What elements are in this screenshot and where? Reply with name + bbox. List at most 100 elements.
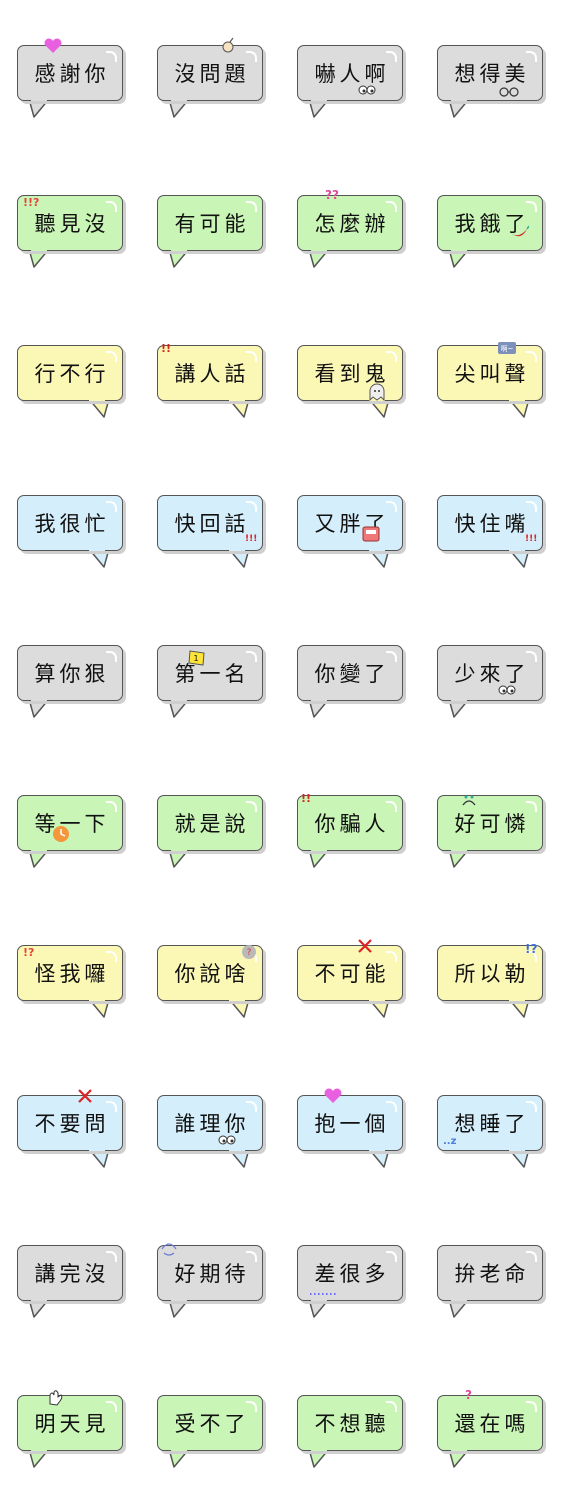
tail-joint: [31, 1448, 47, 1451]
sticker[interactable]: 抱一個: [297, 1088, 407, 1175]
sticker[interactable]: 明天見: [17, 1390, 127, 1475]
sticker[interactable]: 我很忙: [17, 495, 127, 575]
speech-bubble: 講完沒: [17, 1245, 123, 1301]
sticker[interactable]: 行不行: [17, 345, 127, 425]
tail-joint: [229, 548, 245, 551]
sticker-label: 第一名: [174, 662, 250, 686]
sticker[interactable]: 就是說: [157, 795, 267, 875]
speech-bubble: 我餓了: [437, 195, 543, 251]
sticker[interactable]: 受不了: [157, 1395, 267, 1475]
bubble-tail: [168, 1448, 190, 1468]
speech-bubble: 你騙人: [297, 795, 403, 851]
sticker[interactable]: 又胖了: [297, 495, 407, 575]
sticker[interactable]: 等一下: [17, 795, 127, 875]
speech-bubble: 還在嗎: [437, 1395, 543, 1451]
sticker[interactable]: 快回話!!!: [157, 495, 267, 575]
sticker-label: 想睡了: [454, 1112, 530, 1136]
sticker-label: 怪我囉: [34, 962, 110, 986]
speech-bubble: 怎麼辦: [297, 195, 403, 251]
sticker-label: 尖叫聲: [454, 362, 530, 386]
tail-joint: [171, 848, 187, 851]
bubble-tail: [308, 1448, 330, 1468]
tail-joint: [311, 1448, 327, 1451]
sticker[interactable]: 少來了: [437, 645, 547, 725]
sticker-label: 還在嗎: [454, 1412, 530, 1436]
sticker[interactable]: 嚇人啊: [297, 45, 407, 125]
sticker[interactable]: 想得美: [437, 45, 547, 125]
sticker-label: 講人話: [174, 362, 250, 386]
sticker-label: 想得美: [454, 62, 530, 86]
sticker[interactable]: 所以勒!?: [437, 943, 547, 1025]
sticker-label: 沒問題: [174, 62, 250, 86]
question-bubble-icon: ?: [239, 943, 259, 964]
sticker[interactable]: 講完沒: [17, 1245, 127, 1325]
sticker[interactable]: 誰理你: [157, 1095, 267, 1175]
sticker-label: 差很多: [314, 1262, 390, 1286]
bubble-tail: [448, 1448, 470, 1468]
sticker[interactable]: 有可能: [157, 195, 267, 275]
sticker-label: 誰理你: [174, 1112, 250, 1136]
sticker[interactable]: 想睡了..z: [437, 1095, 547, 1175]
speech-bubble: 我很忙: [17, 495, 123, 551]
sticker[interactable]: 怪我囉!?: [17, 945, 127, 1025]
tail-joint: [31, 848, 47, 851]
tail-joint: [451, 248, 467, 251]
sticker-label: 受不了: [174, 1412, 250, 1436]
exclaim-marks-red: !!!: [525, 534, 538, 544]
tail-joint: [311, 248, 327, 251]
sticker[interactable]: 好可憐: [437, 795, 547, 875]
bubble-tail: [448, 848, 470, 868]
sticker-label: 你騙人: [314, 812, 390, 836]
exclaim-marks: !!: [301, 792, 312, 805]
sticker[interactable]: 差很多: [297, 1245, 407, 1325]
sticker[interactable]: 還在嗎?: [437, 1389, 547, 1475]
tail-joint: [31, 698, 47, 701]
bubble-tail: [308, 248, 330, 268]
ghost-icon: [367, 383, 387, 404]
sticker[interactable]: 聽見沒!!?: [17, 195, 127, 275]
sticker-label: 好可憐: [454, 812, 530, 836]
tail-joint: [311, 698, 327, 701]
bubble-tail: [448, 698, 470, 718]
sticker[interactable]: 你變了: [297, 645, 407, 725]
tail-joint: [451, 698, 467, 701]
question-marks: ?: [465, 1388, 472, 1402]
sticker-label: 等一下: [34, 812, 110, 836]
sticker[interactable]: 怎麼辦??: [297, 189, 407, 275]
bubble-tail: [28, 248, 50, 268]
chili-icon: [509, 225, 530, 246]
sticker[interactable]: 你騙人!!: [297, 792, 407, 875]
speech-bubble: 受不了: [157, 1395, 263, 1451]
eyes-icon: [217, 1131, 237, 1152]
sticker[interactable]: 感謝你: [17, 38, 127, 125]
sleep-icon: ..z: [443, 1136, 457, 1147]
sticker[interactable]: 不可能: [297, 939, 407, 1025]
sticker-label: 你變了: [314, 662, 390, 686]
sticker[interactable]: 沒問題: [157, 37, 267, 125]
sticker[interactable]: 好期待: [157, 1243, 267, 1325]
bubble-tail: [168, 248, 190, 268]
tail-joint: [89, 998, 105, 1001]
sticker-label: 算你狠: [34, 662, 110, 686]
sticker[interactable]: 你說啥?: [157, 945, 267, 1025]
speech-bubble: 有可能: [157, 195, 263, 251]
sticker[interactable]: 不要問: [17, 1089, 127, 1175]
sticker[interactable]: 講人話!!: [157, 343, 267, 425]
sticker[interactable]: 快住嘴!!!: [437, 495, 547, 575]
bubble-tail: [28, 698, 50, 718]
bubble-tail: [448, 1298, 470, 1318]
sticker[interactable]: 拚老命: [437, 1245, 547, 1325]
speech-bubble: 沒問題: [157, 45, 263, 101]
tail-joint: [451, 98, 467, 101]
speech-bubble: 少來了: [437, 645, 543, 701]
bubble-tail: [368, 1148, 390, 1168]
sticker[interactable]: 尖叫聲啊~: [437, 342, 547, 425]
exclaim-marks-red: !!!: [245, 534, 258, 544]
speech-bubble: 感謝你: [17, 45, 123, 101]
sticker[interactable]: 算你狠: [17, 645, 127, 725]
sticker[interactable]: 我餓了: [437, 195, 547, 275]
sticker[interactable]: 看到鬼: [297, 345, 407, 425]
sticker-label: 我很忙: [34, 512, 110, 536]
sticker[interactable]: 不想聽: [297, 1395, 407, 1475]
